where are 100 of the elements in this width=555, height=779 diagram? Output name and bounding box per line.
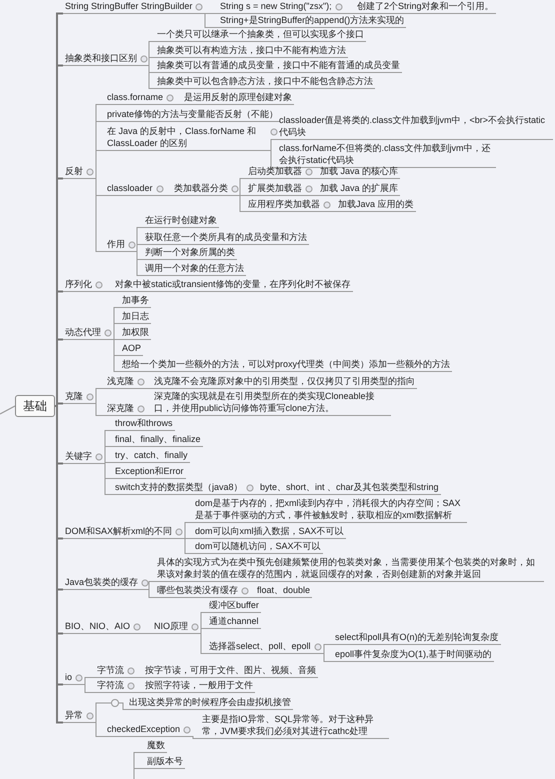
- topic-label: 异常: [63, 709, 85, 723]
- topic-label: 加权限: [120, 326, 151, 340]
- topic-label: 序列化: [63, 278, 94, 292]
- topic-label: 深克隆的实现就是在引用类型所在的类实现Cloneable接口，并使用public访问修饰符重写clone方法。: [152, 390, 391, 416]
- connector-line: [140, 589, 156, 598]
- topic-label: 判断一个对象所属的类: [143, 246, 237, 260]
- topic-label: 加载 Java 的扩展库: [318, 182, 400, 196]
- topic-label: epoll事件复杂度为O(1),基于时间驱动的: [333, 648, 494, 662]
- topic-label: NIO原理: [152, 620, 190, 634]
- connector-line: [268, 150, 278, 168]
- topic-label: throw和throws: [113, 417, 175, 431]
- topic-label: private修饰的方法与变量能否反射（不能）: [105, 108, 280, 122]
- connector-line: [84, 722, 106, 737]
- topic-label: 哪些包装类没有缓存: [155, 584, 240, 598]
- topic-label: 通道channel: [207, 615, 261, 629]
- connector-line: [132, 633, 152, 634]
- topic-label: 抽象类中可以包含静态方法，接口中不能包含静态方法: [155, 75, 375, 89]
- topic-label: 调用一个对象的任意方法: [143, 262, 246, 276]
- topic-label: dom可以向xml插入数据，SAX不可以: [193, 525, 346, 539]
- topic-label: 应用程序类加载器: [246, 198, 322, 212]
- topic-label: class.forname: [105, 91, 166, 105]
- topic-label: classloader: [105, 182, 155, 196]
- connector-line: [84, 403, 106, 416]
- topic-label: 反射: [63, 165, 85, 179]
- connector-line: [136, 415, 152, 416]
- topic-label: 字节流: [95, 664, 126, 678]
- topic-label: io: [63, 671, 74, 685]
- topic-label: checkedException: [105, 723, 182, 737]
- topic-label: 抽象类和接口区别: [63, 52, 139, 66]
- topic-label: 抽象类可以有普通的成员变量，接口中不能有普通的成员变量: [155, 59, 402, 73]
- connector-line: [118, 702, 128, 710]
- topic-label: String s = new String("zsx");: [218, 0, 334, 14]
- topic-label: 字符流: [95, 679, 126, 693]
- topic-label: 主要是指IO异常、SQL异常等。对于这种异常，JVM要求我们必须对其进行cathc处理: [200, 713, 389, 739]
- topic-label: 加载Java 应用的类: [336, 198, 416, 212]
- topic-label: 克隆: [63, 390, 85, 404]
- topic-label: 创建了2个String对象和一个引用。: [355, 0, 496, 14]
- topic-label: try、catch、finally: [113, 449, 190, 463]
- connector-line: [312, 653, 334, 662]
- connector-line: [334, 13, 356, 14]
- topic-label: 魔数: [145, 739, 167, 753]
- topic-label: 按字节读，可用于文件、图片、视频、音频: [143, 664, 318, 678]
- topic-label: DOM和SAX解析xml的不同: [63, 525, 174, 539]
- connector-line: [244, 494, 258, 495]
- topic-label: 动态代理: [63, 326, 103, 340]
- connector-line: [240, 597, 256, 598]
- topic-label: final、finally、finalize: [113, 433, 203, 447]
- connector-line: [94, 463, 114, 495]
- topic-label: 关键字: [63, 450, 94, 464]
- connector-line: [154, 195, 172, 196]
- collapse-circle: [111, 699, 119, 707]
- topic-label: 加载 Java 的核心库: [318, 165, 400, 179]
- topic-label: class.forName不但将类的.class文件加载到jvm中，还会执行static代码块: [277, 142, 496, 168]
- topic-label: 扩展类加载器: [246, 182, 304, 196]
- topic-label: dom是基于内存的，把xml读到内存中，消耗很大的内存空间；SAX是基于事件驱动的方式，事件被触发时，获取相应的xml数据解析: [193, 497, 467, 523]
- connector-line: [126, 677, 144, 678]
- connector-line: [304, 195, 318, 196]
- root-topic-box: 基础: [15, 395, 55, 417]
- topic-label: dom可以随机访问，SAX不可以: [193, 540, 323, 554]
- connector-line: [164, 104, 182, 105]
- topic-label: 按照字符读，一般用于文件: [143, 679, 255, 693]
- connector-line: [182, 736, 200, 739]
- topic-label: 在运行时创建对象: [143, 214, 219, 228]
- topic-label: 浅克隆不会克隆原对象中的引用类型，仅仅拷贝了引用类型的指向: [152, 375, 417, 389]
- topic-label: 获取任意一个类所具有的成员变量和方法: [143, 231, 309, 245]
- connector-line: [174, 538, 194, 554]
- connector-line: [194, 13, 218, 28]
- connector-line: [134, 768, 146, 779]
- connector-line: [230, 195, 246, 212]
- topic-label: 启动类加载器: [246, 165, 304, 179]
- topic-label: 浅克隆: [105, 375, 136, 389]
- topic-label: AOP: [120, 342, 144, 356]
- connector-line: [190, 633, 208, 654]
- connector-line: [136, 388, 152, 389]
- topic-label: float、double: [255, 584, 312, 598]
- topic-label: byte、short、int 、char及其包装类型和string: [258, 481, 441, 495]
- topic-label: Exception和Error: [113, 465, 186, 479]
- topic-label: Java包装类的缓存: [63, 576, 140, 590]
- topic-label: 对象中被static或transient修饰的变量，在序列化时不被保存: [113, 278, 353, 292]
- topic-label: 深克隆: [105, 402, 136, 416]
- topic-label: 想给一个类加一些额外的方法，可以对proxy代理类（中间类）添加一些额外的方法: [120, 358, 452, 372]
- topic-label: 抽象类可以有构造方法，接口中不能有构造方法: [155, 44, 348, 58]
- topic-label: String StringBuffer StringBuilder: [63, 0, 194, 14]
- topic-label: 出现这类异常的时候程序会由虚拟机接管: [127, 696, 293, 710]
- topic-label: 加事务: [120, 294, 151, 308]
- topic-label: 是运用反射的原理创建对象: [182, 91, 294, 105]
- topic-label: 副版本号: [145, 755, 185, 769]
- topic-label: select和poll具有O(n)的无差别轮询复杂度: [333, 631, 501, 645]
- connector-line: [0, 406, 16, 414]
- connector-line: [138, 65, 156, 89]
- connector-line: [126, 692, 144, 693]
- topic-label: 具体的实现方式为在类中预先创建频繁使用的包装类对象，当需要使用某个包装类的对象时，如果该对象封装的值在缓存的范围内，就返回缓存的对象，否则创建新的对象并返回: [155, 556, 544, 582]
- connector-line: [304, 178, 318, 179]
- topic-label: String+是StringBuffer的append()方法来实现的: [218, 14, 406, 28]
- connector-line: [102, 339, 120, 372]
- topic-label: classloader值是将类的.class文件加载到jvm中，<br>不会执行static代码块: [277, 114, 553, 140]
- connector-line: [268, 139, 278, 151]
- connector-line: [84, 178, 106, 252]
- topic-label: 一个类只可以继承一个抽象类，但可以实现多个接口: [155, 28, 366, 42]
- topic-label: 作用: [105, 238, 127, 252]
